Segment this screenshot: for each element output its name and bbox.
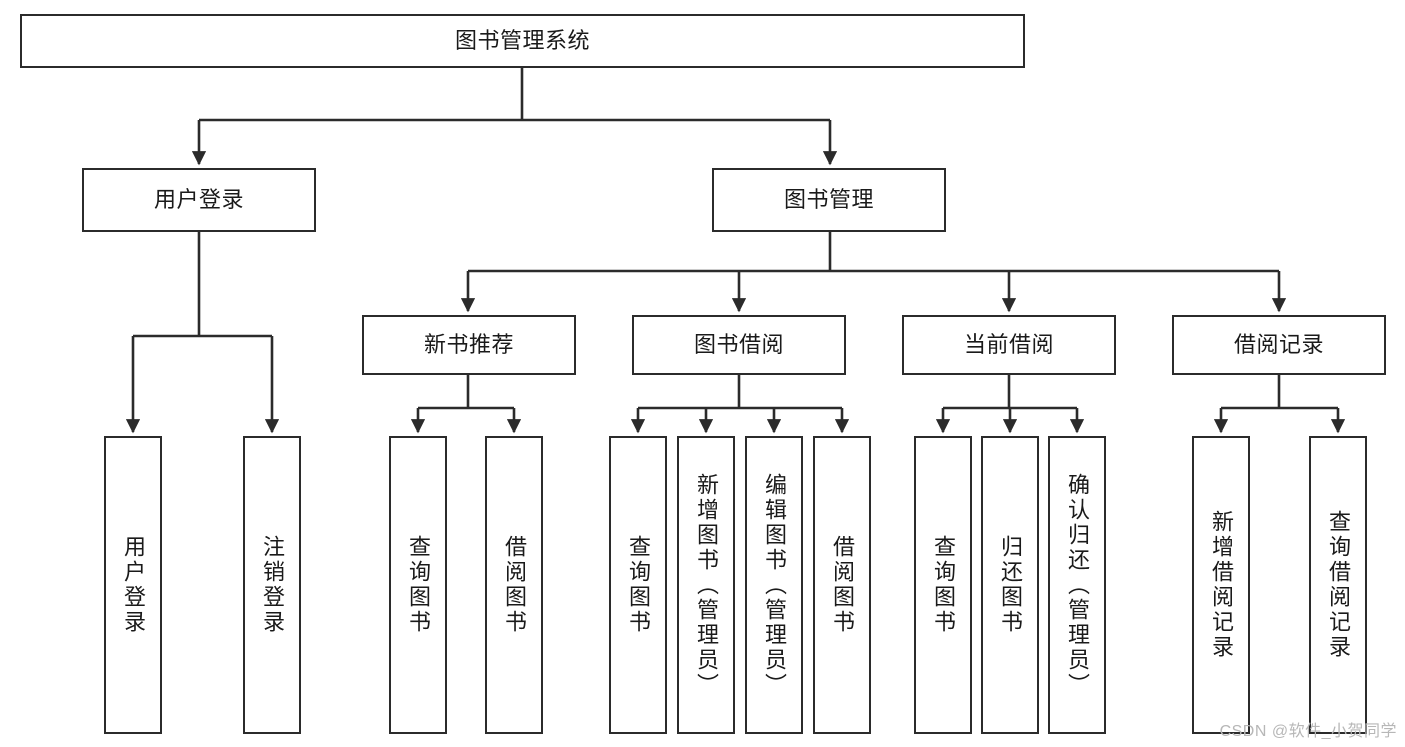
node-user-login[interactable]: 用户登录 [82, 168, 316, 232]
node-leaf-borrow-borrow-book-label: 借阅图书 [830, 535, 855, 635]
node-book-borrow-label: 图书借阅 [693, 331, 784, 357]
node-leaf-logout[interactable]: 注销登录 [243, 436, 301, 734]
node-leaf-borrow-edit-book-label: 编辑图书（管理员） [762, 472, 787, 698]
node-leaf-record-add[interactable]: 新增借阅记录 [1192, 436, 1250, 734]
node-leaf-current-query-book[interactable]: 查询图书 [914, 436, 972, 734]
node-leaf-current-confirm-return-label: 确认归还（管理员） [1065, 472, 1090, 698]
node-current-borrow-label: 当前借阅 [963, 331, 1054, 357]
node-leaf-logout-label: 注销登录 [260, 535, 285, 635]
node-leaf-newbook-query-book-label: 查询图书 [406, 535, 431, 635]
node-leaf-newbook-query-book[interactable]: 查询图书 [389, 436, 447, 734]
node-new-book-recommend-label: 新书推荐 [423, 331, 514, 357]
node-book-manage[interactable]: 图书管理 [712, 168, 946, 232]
node-leaf-borrow-query-book[interactable]: 查询图书 [609, 436, 667, 734]
node-leaf-newbook-borrow-book-label: 借阅图书 [502, 535, 527, 635]
node-root-system-label: 图书管理系统 [454, 27, 590, 53]
node-new-book-recommend[interactable]: 新书推荐 [362, 315, 576, 375]
node-borrow-record-label: 借阅记录 [1233, 331, 1324, 357]
node-current-borrow[interactable]: 当前借阅 [902, 315, 1116, 375]
node-user-login-label: 用户登录 [153, 186, 244, 212]
node-leaf-borrow-edit-book[interactable]: 编辑图书（管理员） [745, 436, 803, 734]
node-leaf-borrow-query-book-label: 查询图书 [626, 535, 651, 635]
node-book-borrow[interactable]: 图书借阅 [632, 315, 846, 375]
node-leaf-current-return-book-label: 归还图书 [998, 535, 1023, 635]
node-leaf-record-add-label: 新增借阅记录 [1209, 510, 1234, 660]
node-leaf-current-return-book[interactable]: 归还图书 [981, 436, 1039, 734]
node-borrow-record[interactable]: 借阅记录 [1172, 315, 1386, 375]
node-leaf-borrow-add-book[interactable]: 新增图书（管理员） [677, 436, 735, 734]
node-leaf-borrow-add-book-label: 新增图书（管理员） [694, 472, 719, 698]
node-leaf-record-query[interactable]: 查询借阅记录 [1309, 436, 1367, 734]
node-leaf-record-query-label: 查询借阅记录 [1326, 510, 1351, 660]
node-leaf-newbook-borrow-book[interactable]: 借阅图书 [485, 436, 543, 734]
node-book-manage-label: 图书管理 [783, 186, 874, 212]
node-leaf-current-query-book-label: 查询图书 [931, 535, 956, 635]
csdn-watermark: CSDN @软件_小贺同学 [1219, 723, 1397, 740]
node-leaf-user-login-label: 用户登录 [121, 535, 146, 635]
node-root-system[interactable]: 图书管理系统 [20, 14, 1025, 68]
node-leaf-current-confirm-return[interactable]: 确认归还（管理员） [1048, 436, 1106, 734]
node-leaf-user-login[interactable]: 用户登录 [104, 436, 162, 734]
node-leaf-borrow-borrow-book[interactable]: 借阅图书 [813, 436, 871, 734]
